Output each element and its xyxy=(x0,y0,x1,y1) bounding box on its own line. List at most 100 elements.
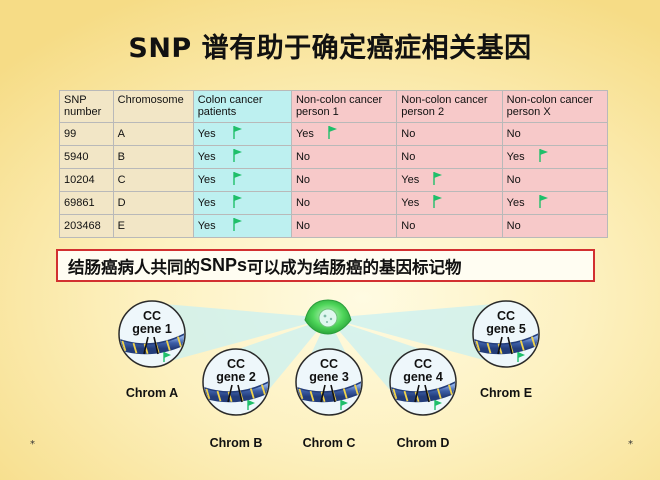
cell-person-x: No xyxy=(501,214,609,238)
cell-person-1: No xyxy=(290,191,398,215)
chromosome-band xyxy=(205,388,211,400)
chromosome-band xyxy=(519,340,525,351)
chromosome-band xyxy=(475,340,481,352)
cell-snp-number: 5940 xyxy=(59,145,114,169)
chromosome-band xyxy=(121,340,127,352)
cell-chromosome: E xyxy=(112,214,194,238)
chromosome-band xyxy=(436,388,442,399)
chromosome-band xyxy=(448,384,453,395)
cell-person-1: No xyxy=(290,145,398,169)
flag-icon xyxy=(341,400,348,406)
chromosome-band xyxy=(414,391,420,403)
cell-colon-patients: Yes xyxy=(192,191,292,215)
cell-colon-patients: Yes xyxy=(192,168,292,192)
chrom-label: Chrom B xyxy=(210,436,263,450)
cell-nucleus-icon xyxy=(304,299,352,335)
chromosome-band xyxy=(261,384,266,395)
cell-person-1: Yes xyxy=(290,122,398,146)
chromosome-band xyxy=(342,388,348,399)
flag-icon xyxy=(248,400,255,406)
cell-person-2: Yes xyxy=(396,168,503,192)
flag-icon xyxy=(232,195,242,208)
chromosome-band xyxy=(486,342,492,354)
light-beam xyxy=(149,302,328,366)
flag-icon xyxy=(232,149,242,162)
chrom-label: Chrom A xyxy=(126,386,178,400)
gene-label: gene 2 xyxy=(216,370,256,384)
chromosome-band xyxy=(165,340,171,351)
cell-snp-number: 99 xyxy=(59,122,114,146)
chrom-label: Chrom E xyxy=(480,386,532,400)
gene-label: gene 1 xyxy=(132,322,172,336)
flag-icon xyxy=(538,195,548,208)
flag-icon xyxy=(164,352,171,358)
flag-icon xyxy=(232,172,242,185)
flag-icon xyxy=(328,126,337,139)
chromosome-band xyxy=(354,384,359,395)
chromosome-band xyxy=(403,390,409,402)
cell-chromosome: A xyxy=(112,122,194,146)
flag-icon xyxy=(232,218,242,231)
cc-label: CC xyxy=(320,357,338,371)
cell-colon-patients: Yes xyxy=(192,122,292,146)
cell-person-x: No xyxy=(501,168,609,192)
chromosome-band xyxy=(497,343,503,355)
slide-title: SNP 谱有助于确定癌症相关基因 xyxy=(128,33,532,64)
cell-person-2: No xyxy=(396,122,503,146)
gene-label: gene 5 xyxy=(486,322,526,336)
gene-label: gene 4 xyxy=(403,370,443,384)
cell-chromosome: D xyxy=(112,191,194,215)
chrom-label: Chrom C xyxy=(303,436,356,450)
footer-mark-right: * xyxy=(628,439,633,450)
chrom-label: Chrom D xyxy=(397,436,450,450)
flag-icon xyxy=(232,126,242,139)
chromosome-band xyxy=(320,391,326,403)
cc-label: CC xyxy=(497,309,515,323)
cc-label: CC xyxy=(143,309,161,323)
cell-snp-number: 203468 xyxy=(59,214,114,238)
chromosome-band xyxy=(143,343,149,355)
cell-person-x: Yes xyxy=(501,191,609,215)
cell-colon-patients: Yes xyxy=(192,214,292,238)
marker-text-snps: SNPs xyxy=(200,255,248,275)
cc-label: CC xyxy=(227,357,245,371)
flag-icon xyxy=(435,400,442,406)
cell-person-x: Yes xyxy=(501,145,609,169)
light-beam xyxy=(328,302,509,366)
gene-label: gene 3 xyxy=(309,370,349,384)
flag-icon xyxy=(433,172,443,185)
chromosome-band xyxy=(227,391,233,403)
marker-text-part1: 结肠癌病人共同的 xyxy=(68,257,200,277)
chromosome-band xyxy=(309,390,315,402)
chromosome-band xyxy=(216,390,222,402)
chromosome-band xyxy=(298,388,304,400)
cell-person-1: No xyxy=(290,214,398,238)
marker-text-part2: 可以成为结肠癌的基因标记物 xyxy=(247,257,462,277)
chromosome-band xyxy=(132,342,138,354)
flag-icon xyxy=(538,149,548,162)
footer-mark-left: * xyxy=(30,439,35,450)
flag-icon xyxy=(433,195,443,208)
chromosome-band xyxy=(249,388,255,399)
chromosome-band xyxy=(177,336,182,347)
